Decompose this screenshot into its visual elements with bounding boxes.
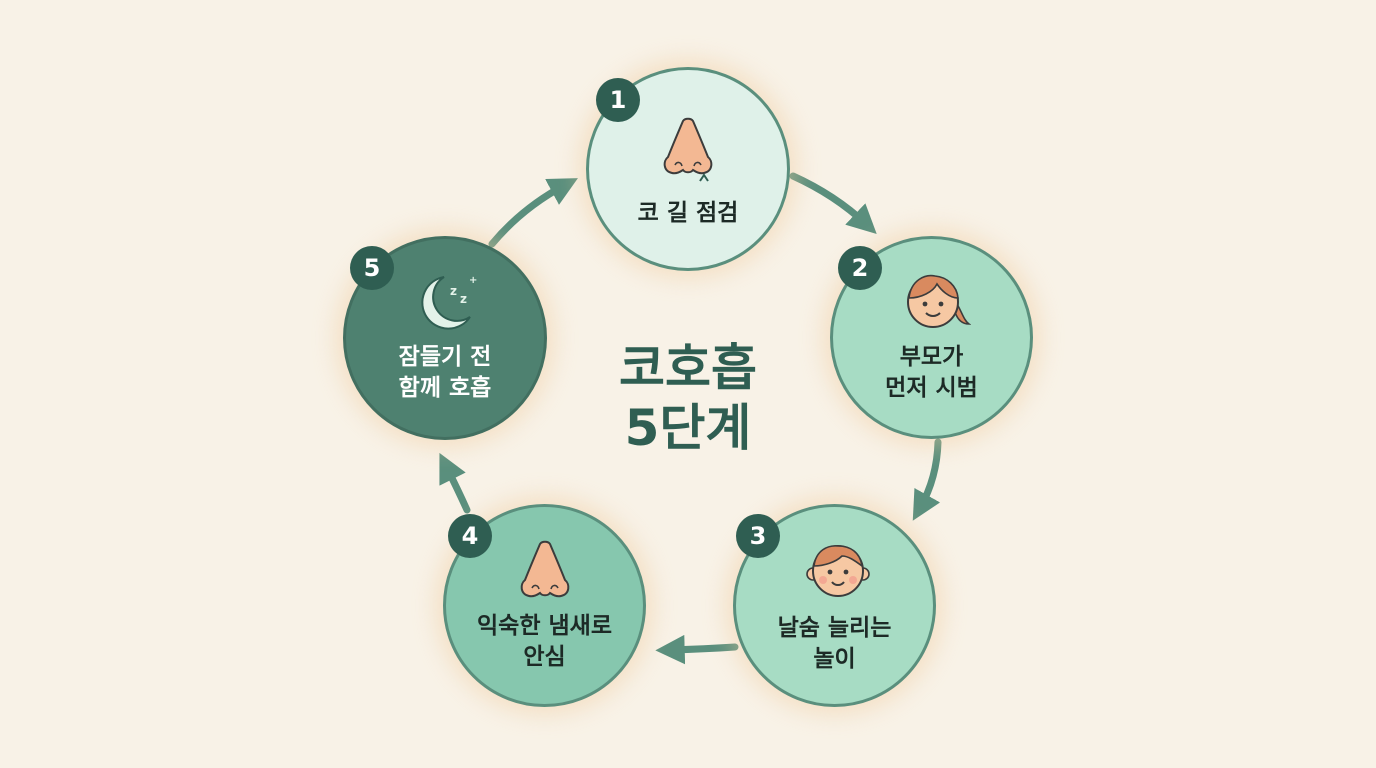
step-1-badge: 1 [596, 78, 640, 122]
step-1-label: 코 길 점검 [637, 200, 739, 226]
step-5-label: 잠들기 전 함께 호흡 [398, 344, 492, 401]
step-2-badge: 2 [838, 246, 882, 290]
svg-text:z: z [450, 284, 457, 298]
diagram-title: 코호흡 5단계 [619, 339, 757, 457]
step-2-label: 부모가 먼저 시범 [885, 344, 978, 401]
step-3-label: 날숨 늘리는 놀이 [777, 615, 892, 672]
svg-text:+: + [469, 275, 477, 286]
nose-icon [663, 117, 713, 182]
step-3-badge: 3 [736, 514, 780, 558]
arrow-step2-to-step3 [912, 438, 942, 521]
arrow-step4-to-step5 [439, 452, 471, 514]
svg-text:z: z [460, 292, 467, 306]
arrow-step1-to-step2 [789, 172, 877, 235]
step-4-label: 익숙한 냄새로 안심 [477, 613, 612, 670]
nose-icon [520, 540, 570, 598]
step-2-circle: 부모가 먼저 시범 [830, 236, 1033, 439]
moon-sleep-icon: z z + [421, 275, 477, 330]
step-4-badge: 4 [448, 514, 492, 558]
arrow-step3-to-step4 [655, 634, 739, 665]
child-face-icon [806, 545, 870, 597]
parent-face-icon [907, 274, 971, 328]
step-5-badge: 5 [350, 246, 394, 290]
arrow-step5-to-step1 [488, 178, 578, 248]
